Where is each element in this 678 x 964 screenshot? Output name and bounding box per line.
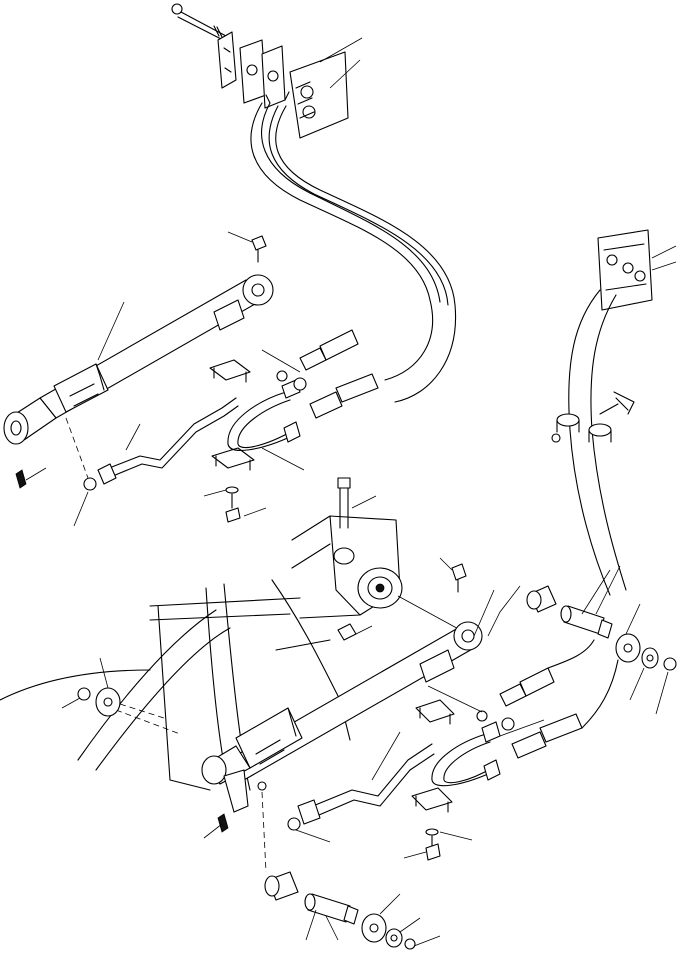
right-washer-small: [629, 647, 659, 701]
lower-tube-clamp-top: [415, 699, 455, 725]
upper-clamp-bolt: [171, 3, 227, 41]
right-hose-clamp: [551, 391, 635, 443]
upper-rod-end: [3, 397, 57, 445]
upper-bracket: [289, 37, 363, 139]
left-snap-ring: [61, 687, 91, 709]
lower-cylinder: [227, 589, 495, 781]
lower-nut: [337, 623, 373, 641]
upper-cylinder: [39, 274, 274, 419]
lower-grease-fitting: [439, 557, 467, 593]
right-washer: [615, 603, 641, 663]
upper-grease-fitting: [227, 231, 267, 263]
frame-structure: [0, 515, 401, 801]
upper-split-clamp: [239, 39, 290, 109]
upper-clamp-plate: [217, 31, 237, 89]
lower-clamp-bolt-small: [403, 828, 473, 861]
lower-rod-grease-fitting: [203, 813, 229, 839]
lower-mount-bolt: [337, 477, 377, 529]
upper-snap-ring: [65, 417, 97, 527]
upper-tube-clamp-bottom: [211, 447, 255, 471]
bottom-pin: [304, 893, 359, 941]
bottom-bushing: [261, 791, 299, 901]
right-pin: [560, 565, 621, 639]
bottom-washer: [361, 893, 401, 943]
bottom-washer-small: [385, 917, 421, 948]
lower-hose-fittings: [427, 639, 619, 759]
lower-u-tube: [431, 719, 545, 787]
upper-hose-fittings: [261, 329, 379, 419]
upper-rod-grease-fitting: [15, 467, 47, 489]
right-snap-ring: [655, 657, 677, 715]
hose-bundle-right: [568, 289, 627, 596]
lower-tube-clamp-bottom: [411, 787, 453, 813]
lower-rod-end: [201, 745, 267, 813]
right-bushing: [487, 585, 557, 637]
lower-tube-straight: [287, 731, 435, 843]
upper-clamp-bolt-small: [203, 486, 267, 523]
upper-tube-straight: [97, 397, 239, 485]
bottom-snap-ring: [404, 935, 441, 950]
lower-pivot-boss: [357, 567, 465, 633]
right-bracket: [597, 229, 677, 311]
upper-tube-clamp-top: [209, 359, 251, 383]
left-washer: [95, 657, 165, 719]
hose-bundle-upper: [250, 102, 457, 403]
upper-u-tube: [227, 379, 305, 471]
